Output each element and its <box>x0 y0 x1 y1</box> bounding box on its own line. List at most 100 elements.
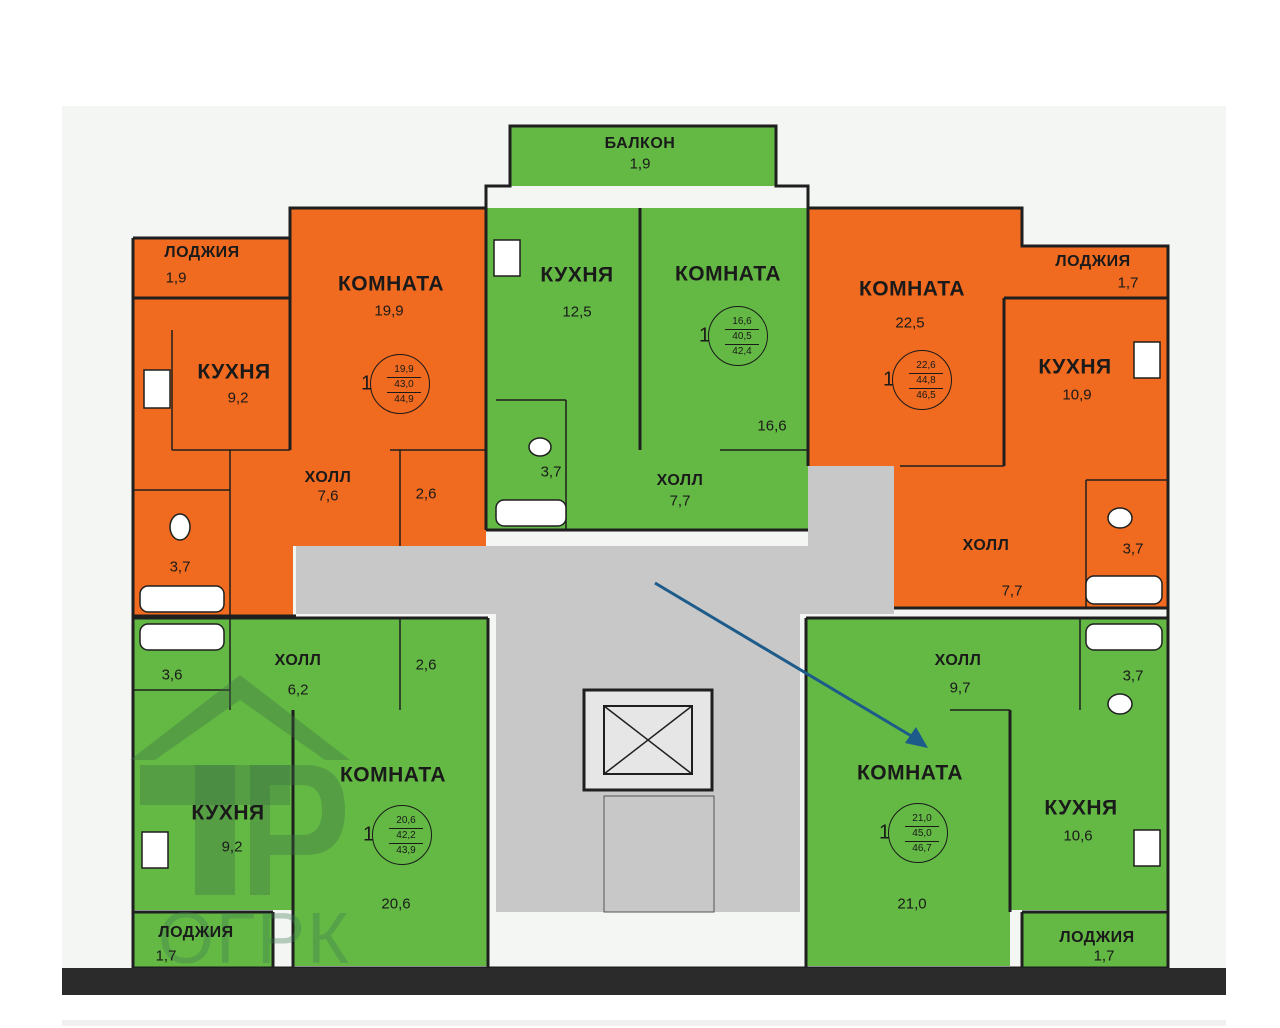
sw-badge-v2: 42,2 <box>389 829 423 844</box>
bottom-bar <box>62 968 1226 995</box>
ne-badge-v3: 46,5 <box>916 390 936 401</box>
se-badge-rooms: 1 <box>879 821 891 844</box>
kitchen-nw <box>133 298 293 616</box>
room-ne <box>808 208 1022 466</box>
ne-hall-area: 7,7 <box>1001 582 1023 600</box>
watermark-text: ОГРК <box>158 899 351 979</box>
nw-room-name: КОМНАТА <box>337 272 445 296</box>
nw-badge-v3: 44,9 <box>394 394 414 405</box>
sw-room-name: КОМНАТА <box>339 763 447 787</box>
kitchen-se <box>1010 710 1168 910</box>
nw-kitchen-area: 9,2 <box>227 389 249 407</box>
stairs <box>603 795 715 913</box>
stair-core <box>582 688 715 913</box>
nw-badge-rooms: 1 <box>361 372 373 395</box>
sw-loggia-area: 1,7 <box>155 947 177 965</box>
se-badge-v1: 21,0 <box>905 812 939 827</box>
nw-bath-area: 3,7 <box>169 558 191 576</box>
apt-n-body <box>486 208 808 530</box>
stove-n <box>493 239 521 277</box>
sw-badge-v1: 20,6 <box>389 814 423 829</box>
bathtub-n <box>495 499 567 527</box>
house-logo-icon <box>130 675 350 895</box>
sw-badge-rooms: 1 <box>363 823 375 846</box>
n-hall-area: 7,7 <box>669 492 691 510</box>
n-badge-v3: 42,4 <box>732 346 752 357</box>
ne-badge-v1: 22,6 <box>909 359 943 374</box>
loggia-nw <box>133 238 293 298</box>
ne-bath-area: 3,7 <box>1122 540 1144 558</box>
bathtub-sw <box>139 623 225 651</box>
ne-kitchen-name: КУХНЯ <box>1038 355 1112 379</box>
stove-se <box>1133 829 1161 867</box>
n-badge-v1: 16,6 <box>725 315 759 330</box>
loggia-sw <box>133 912 273 968</box>
nw-loggia-name: ЛОДЖИЯ <box>164 244 240 261</box>
n-kitchen-name: КУХНЯ <box>540 263 614 287</box>
apartment-se <box>806 618 1168 968</box>
ne-loggia-area: 1,7 <box>1117 274 1139 292</box>
se-hall-area: 9,7 <box>949 679 971 697</box>
toilet-ne <box>1107 507 1133 529</box>
stove-sw <box>141 831 169 869</box>
loggia-se <box>1022 912 1168 968</box>
room-nw <box>290 208 486 450</box>
nw-loggia-area: 1,9 <box>165 269 187 287</box>
balcony-name: БАЛКОН <box>604 135 676 152</box>
bathtub-ne <box>1085 575 1163 605</box>
stove-ne <box>1133 341 1161 379</box>
toilet-nw <box>169 513 191 541</box>
se-loggia-area: 1,7 <box>1093 947 1115 965</box>
ne-badge-v2: 44,8 <box>909 374 943 389</box>
toilet-se <box>1107 693 1133 715</box>
ne-loggia-name: ЛОДЖИЯ <box>1055 253 1131 270</box>
sw-loggia-name: ЛОДЖИЯ <box>158 924 234 941</box>
nw-hall-name: ХОЛЛ <box>304 469 352 486</box>
bathtub-nw <box>139 585 225 613</box>
se-badge-v2: 45,0 <box>905 827 939 842</box>
sw-hall-area: 6,2 <box>287 681 309 699</box>
sw-bath-area: 3,6 <box>161 666 183 684</box>
se-kitchen-area: 10,6 <box>1063 827 1093 845</box>
se-room-name: КОМНАТА <box>856 761 964 785</box>
kitchen-sw <box>133 710 293 910</box>
sw-room-area: 20,6 <box>381 895 411 913</box>
n-badge-rooms: 1 <box>699 324 711 347</box>
se-kitchen-name: КУХНЯ <box>1044 796 1118 820</box>
ne-room-name: КОМНАТА <box>858 277 966 301</box>
fixtures <box>139 239 1163 869</box>
arrow-line <box>654 581 919 742</box>
sw-closet-area: 2,6 <box>415 656 437 674</box>
ne-kitchen-area: 10,9 <box>1062 386 1092 404</box>
se-hall-name: ХОЛЛ <box>934 652 982 669</box>
sw-hall-name: ХОЛЛ <box>274 652 322 669</box>
balcony <box>510 126 776 186</box>
loggia-ne <box>1022 246 1168 298</box>
ne-hall-name: ХОЛЛ <box>962 537 1010 554</box>
hall-nw <box>290 450 486 546</box>
hall-ne <box>894 466 1004 608</box>
stove-nw <box>143 369 171 409</box>
interior-lines <box>133 330 1168 711</box>
nw-room-area: 19,9 <box>374 302 404 320</box>
balcony-area: 1,9 <box>629 155 651 173</box>
nw-badge-v2: 43,0 <box>387 378 421 393</box>
bottom-divider <box>62 1020 1226 1026</box>
sw-kitchen-name: КУХНЯ <box>191 801 265 825</box>
apartment-nw <box>133 208 486 616</box>
toilet-n <box>528 437 552 457</box>
arrow-head <box>905 727 928 748</box>
arrow <box>654 581 928 748</box>
nw-kitchen-name: КУХНЯ <box>197 360 271 384</box>
se-badge-v3: 46,7 <box>912 843 932 854</box>
ne-room-area: 22,5 <box>895 314 925 332</box>
se-room-area: 21,0 <box>897 895 927 913</box>
nw-closet-area: 2,6 <box>415 485 437 503</box>
